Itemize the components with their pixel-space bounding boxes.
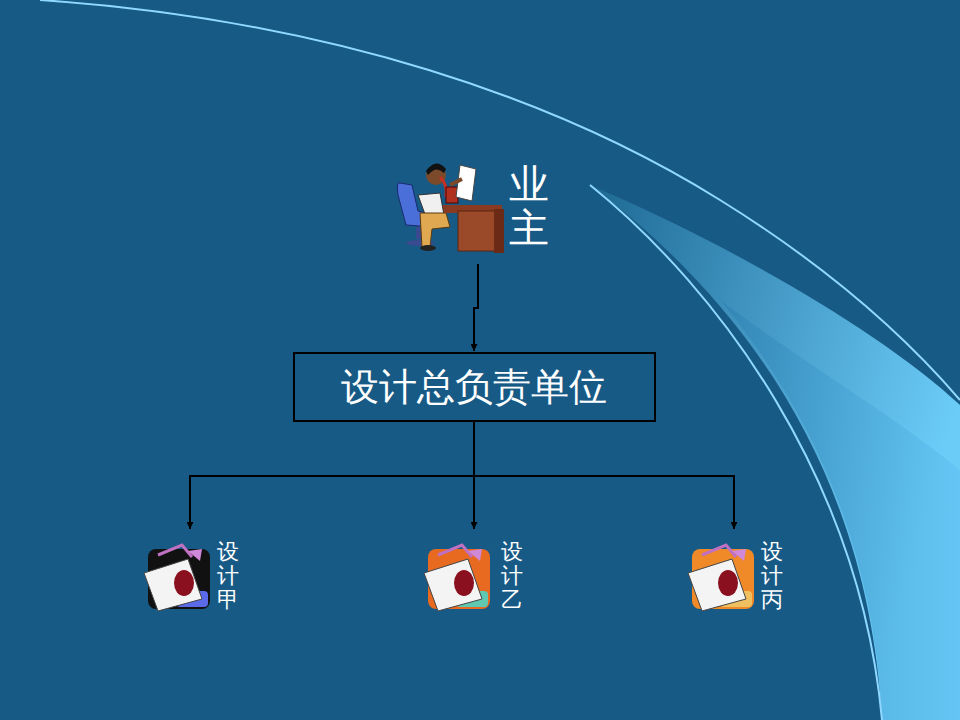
light-band-inner <box>720 300 960 720</box>
vertical-label: 业主 <box>509 162 549 250</box>
connector-arrow <box>190 422 474 529</box>
owner-icon <box>397 163 504 253</box>
owner-node: 业主 <box>393 150 563 260</box>
connector-arrow <box>474 422 734 529</box>
arc-line <box>590 185 882 720</box>
vertical-label: 设计乙 <box>501 540 523 613</box>
light-band <box>590 185 960 720</box>
box-label: 设计总负责单位 <box>341 362 607 413</box>
design-node: 设计甲 <box>145 530 255 622</box>
design-node: 设计丙 <box>689 530 799 622</box>
design-icon <box>688 545 754 611</box>
design-icon <box>144 545 210 611</box>
design-icon <box>424 545 490 611</box>
design-node: 设计乙 <box>429 530 539 622</box>
process-box: 设计总负责单位 <box>293 352 656 422</box>
vertical-label: 设计丙 <box>761 540 783 613</box>
arc-line <box>40 0 960 400</box>
vertical-label: 设计甲 <box>217 540 239 613</box>
connector-arrow <box>474 264 478 351</box>
